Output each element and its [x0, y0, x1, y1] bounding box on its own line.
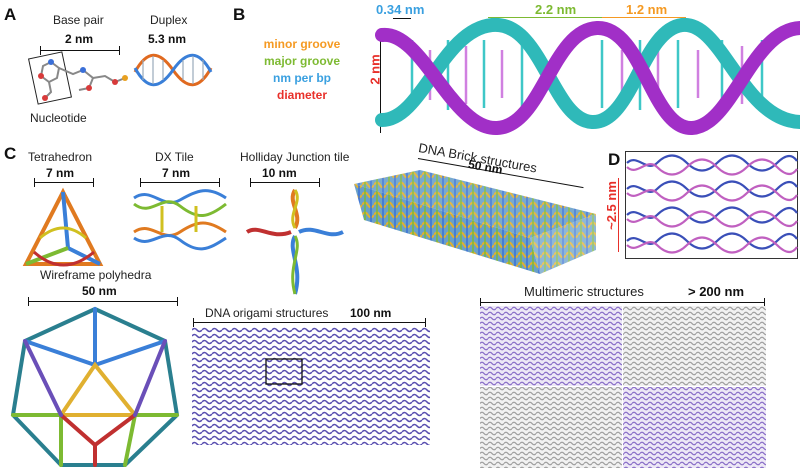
holliday-junction-structure — [245, 188, 344, 295]
duplex-label: Duplex — [150, 13, 188, 27]
per-bp-dimension: 0.34 nm — [376, 2, 425, 17]
nucleotide-label: Nucleotide — [30, 111, 87, 125]
base-pair-size: 2 nm — [65, 32, 94, 46]
panel-a-letter: A — [4, 5, 17, 24]
minor-groove-bar — [602, 17, 686, 18]
dx-tile-structure — [133, 189, 227, 251]
duplex-helix — [133, 53, 213, 87]
dx-tile-label: DX Tile — [155, 150, 194, 164]
legend-minor-groove: minor groove — [263, 37, 341, 51]
major-groove-dimension: 2.2 nm — [535, 2, 577, 17]
wireframe-size: 50 nm — [82, 284, 117, 298]
legend-major-groove: major groove — [263, 54, 341, 68]
panel-d-letter: D — [608, 150, 621, 169]
groove-legend: minor groove major groove nm per bp diam… — [252, 36, 352, 104]
panel-b-letter: B — [233, 5, 246, 24]
panel-d-size: ~2.5 nm — [603, 181, 619, 230]
multimeric-size: > 200 nm — [688, 284, 745, 299]
panel-d-helix-array — [625, 151, 798, 259]
duplex-size: 5.3 nm — [148, 32, 187, 46]
multimeric-label: Multimeric structures — [524, 284, 644, 299]
tetrahedron-size: 7 nm — [46, 166, 75, 180]
dna-brick-structure — [354, 170, 596, 274]
panel-d-scalebar — [618, 178, 619, 252]
legend-diameter: diameter — [276, 88, 328, 102]
panel-c-letter: C — [4, 144, 17, 163]
base-pair-scalebar — [40, 46, 120, 55]
per-bp-bar — [393, 18, 411, 19]
base-pair-molecule — [27, 51, 128, 105]
holliday-scalebar — [250, 178, 320, 187]
tetrahedron-label: Tetrahedron — [28, 150, 93, 164]
double-helix-ribbon — [375, 17, 800, 135]
major-groove-bar — [488, 17, 602, 18]
minor-groove-dimension: 1.2 nm — [626, 2, 668, 17]
legend-nm-per-bp: nm per bp — [272, 71, 331, 85]
dna-origami-structure — [192, 327, 430, 445]
tetrahedron-scalebar — [34, 178, 94, 187]
holliday-size: 10 nm — [262, 166, 297, 180]
dx-tile-scalebar — [140, 178, 220, 187]
diameter-bar — [380, 33, 381, 133]
multimeric-scalebar — [480, 298, 765, 307]
origami-label: DNA origami structures — [205, 306, 329, 320]
wireframe-label: Wireframe polyhedra — [40, 268, 152, 282]
base-pair-label: Base pair — [53, 13, 104, 27]
wireframe-polyhedron — [10, 306, 180, 467]
tetrahedron-structure — [22, 187, 104, 267]
origami-scalebar — [193, 318, 426, 327]
multimeric-structure — [480, 306, 766, 468]
holliday-label: Holliday Junction tile — [240, 150, 350, 164]
wireframe-scalebar — [28, 297, 178, 306]
dx-tile-size: 7 nm — [162, 166, 191, 180]
origami-size: 100 nm — [350, 306, 392, 320]
